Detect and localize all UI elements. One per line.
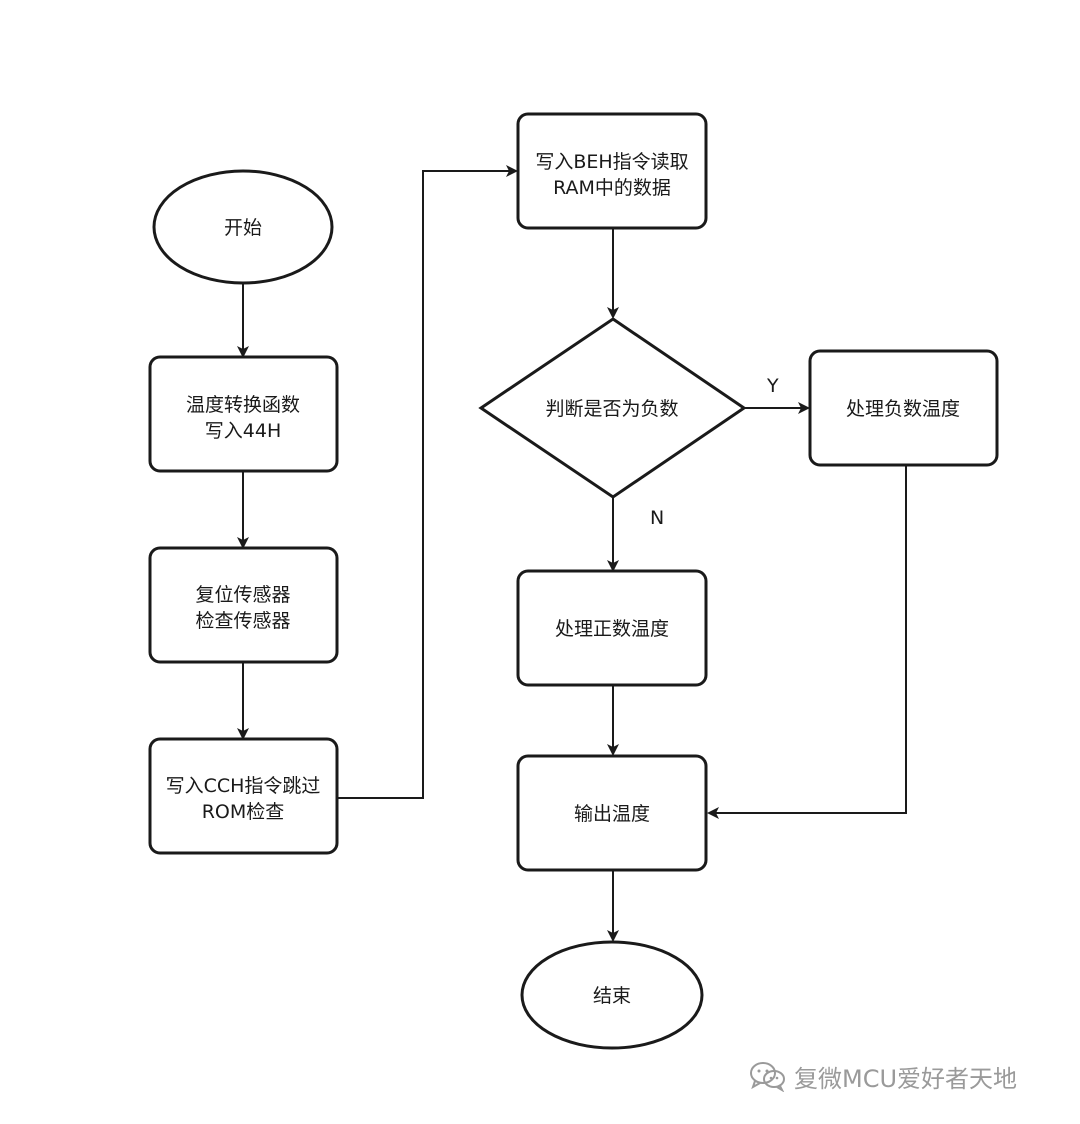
skip-rom-label-line1: 写入CCH指令跳过 xyxy=(166,775,321,797)
temp-convert-label-line1: 温度转换函数 xyxy=(186,394,300,416)
start-terminal xyxy=(152,169,334,285)
watermark-text: 复微MCU爱好者天地 xyxy=(794,1064,1018,1093)
skip-rom-label-line2: ROM检查 xyxy=(202,801,285,823)
negative-temp-label: 处理负数温度 xyxy=(846,398,960,420)
process-negative-temp xyxy=(808,349,999,467)
watermark: 复微MCU爱好者天地 xyxy=(748,1056,1017,1096)
reset-check-label-line1: 复位传感器 xyxy=(195,584,290,606)
edge-label-yes: Y xyxy=(766,375,779,397)
is-negative-label: 判断是否为负数 xyxy=(545,398,678,420)
edge-label-no: N xyxy=(650,507,664,529)
wechat-icon xyxy=(750,1062,785,1092)
edge-negative-to-output xyxy=(707,465,907,819)
end-label: 结束 xyxy=(593,985,631,1007)
temp-convert-label-line2: 写入44H xyxy=(205,420,281,442)
read-ram-label-line1: 写入BEH指令读取 xyxy=(535,151,688,173)
edge-skiprom-to-readram xyxy=(338,165,518,799)
reset-check-label-line2: 检查传感器 xyxy=(195,610,290,632)
process-skip-rom xyxy=(148,737,339,855)
positive-temp-label: 处理正数温度 xyxy=(555,618,669,640)
process-positive-temp xyxy=(516,569,708,687)
process-read-ram xyxy=(516,112,708,230)
end-terminal xyxy=(520,940,704,1050)
process-temp-convert xyxy=(148,355,339,473)
decision-is-negative xyxy=(478,317,747,499)
output-temp-label: 输出温度 xyxy=(574,803,650,825)
read-ram-label-line2: RAM中的数据 xyxy=(553,177,671,199)
process-reset-check xyxy=(148,546,339,664)
start-label: 开始 xyxy=(224,217,262,239)
process-output-temp xyxy=(516,754,708,872)
